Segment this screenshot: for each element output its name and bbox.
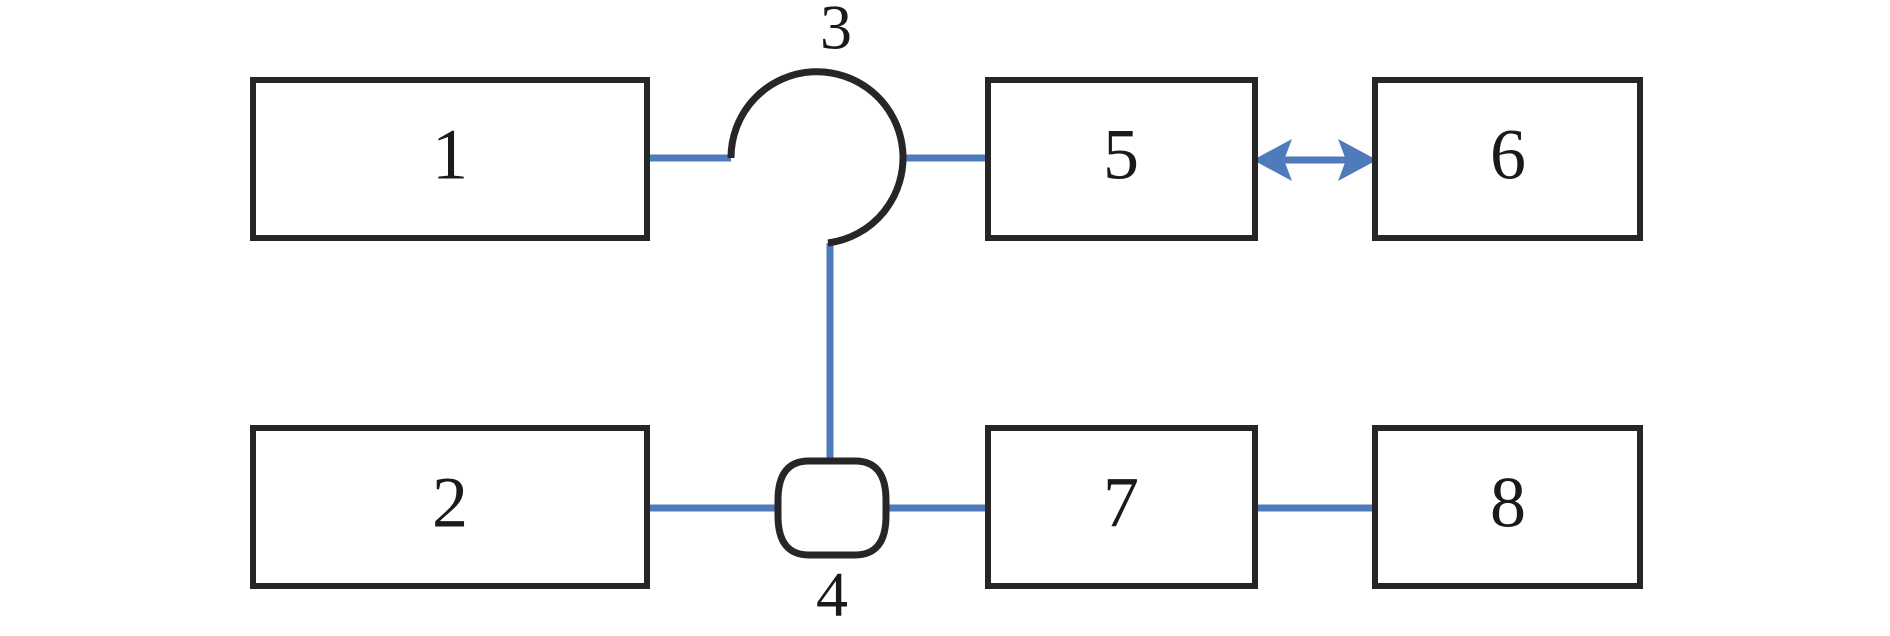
node-3-label: 3 bbox=[820, 0, 852, 63]
node-7-box[interactable] bbox=[985, 425, 1258, 589]
node-4-rounded-square[interactable] bbox=[774, 457, 890, 559]
node-5-box[interactable] bbox=[985, 77, 1258, 241]
node-8-label: 8 bbox=[1490, 463, 1526, 543]
node-6-label: 6 bbox=[1490, 115, 1526, 195]
node-3-open-circle[interactable] bbox=[727, 68, 907, 247]
arrowhead-right-icon bbox=[1338, 139, 1377, 181]
edge-5-to-6-double-arrow bbox=[1253, 139, 1377, 181]
node-6-box[interactable] bbox=[1372, 77, 1643, 241]
node-4-label: 4 bbox=[816, 559, 848, 630]
node-2-label: 2 bbox=[432, 463, 468, 543]
node-5-label: 5 bbox=[1103, 115, 1139, 195]
arrowhead-left-icon bbox=[1253, 139, 1292, 181]
node-2-box[interactable] bbox=[250, 425, 650, 589]
node-1-box[interactable] bbox=[250, 77, 650, 241]
node-1-label: 1 bbox=[432, 115, 468, 195]
node-8-box[interactable] bbox=[1372, 425, 1643, 589]
node-7-label: 7 bbox=[1103, 463, 1139, 543]
